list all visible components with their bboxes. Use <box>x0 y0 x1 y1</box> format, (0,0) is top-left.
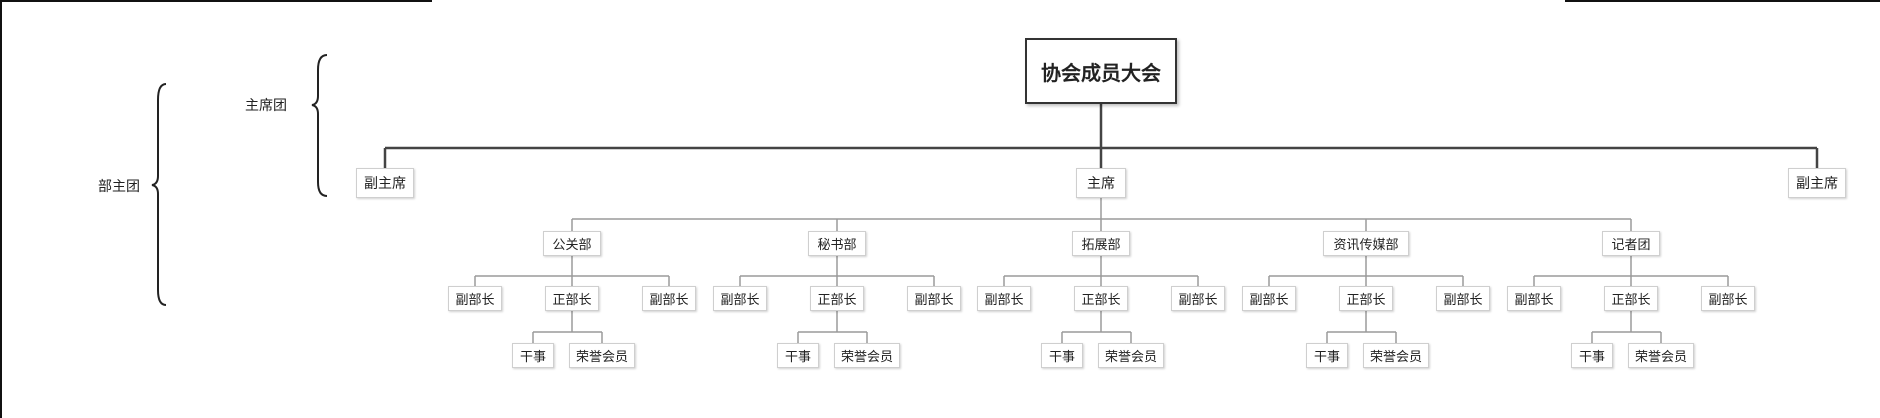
staff-node: 干事 <box>512 343 554 368</box>
staff-node: 干事 <box>1041 343 1083 368</box>
staff-node: 干事 <box>777 343 819 368</box>
honorary-member-node: 荣誉会员 <box>1363 343 1429 368</box>
vice-minister-left-node: 副部长 <box>713 286 767 311</box>
honorary-member-node: 荣誉会员 <box>834 343 900 368</box>
department-node: 公关部 <box>543 231 601 256</box>
minister-node: 正部长 <box>1074 286 1128 311</box>
vice-president-right-node: 副主席 <box>1788 168 1846 198</box>
vice-minister-left-node: 副部长 <box>1242 286 1296 311</box>
vice-minister-left-node: 副部长 <box>448 286 502 311</box>
minister-node: 正部长 <box>1339 286 1393 311</box>
department-group-bracket <box>151 83 167 306</box>
honorary-member-node: 荣誉会员 <box>1098 343 1164 368</box>
department-node: 记者团 <box>1602 231 1660 256</box>
honorary-member-node: 荣誉会员 <box>569 343 635 368</box>
root-node: 协会成员大会 <box>1025 38 1177 104</box>
staff-node: 干事 <box>1571 343 1613 368</box>
vice-minister-right-node: 副部长 <box>907 286 961 311</box>
minister-node: 正部长 <box>810 286 864 311</box>
presidium-bracket <box>311 54 328 197</box>
vice-minister-right-node: 副部长 <box>1171 286 1225 311</box>
top-border-right <box>1565 0 1880 2</box>
department-node: 资讯传媒部 <box>1323 231 1409 256</box>
presidium-label: 主席团 <box>245 98 287 114</box>
vice-president-left-node: 副主席 <box>356 168 414 198</box>
vice-minister-left-node: 副部长 <box>977 286 1031 311</box>
vice-minister-right-node: 副部长 <box>1436 286 1490 311</box>
minister-node: 正部长 <box>545 286 599 311</box>
department-group-label: 部主团 <box>98 179 140 195</box>
honorary-member-node: 荣誉会员 <box>1628 343 1694 368</box>
president-node: 主席 <box>1076 168 1126 198</box>
vice-minister-left-node: 副部长 <box>1507 286 1561 311</box>
vice-minister-right-node: 副部长 <box>642 286 696 311</box>
minister-node: 正部长 <box>1604 286 1658 311</box>
staff-node: 干事 <box>1306 343 1348 368</box>
department-node: 拓展部 <box>1072 231 1130 256</box>
department-node: 秘书部 <box>808 231 866 256</box>
left-border <box>0 0 2 418</box>
vice-minister-right-node: 副部长 <box>1701 286 1755 311</box>
top-border-left <box>0 0 432 2</box>
